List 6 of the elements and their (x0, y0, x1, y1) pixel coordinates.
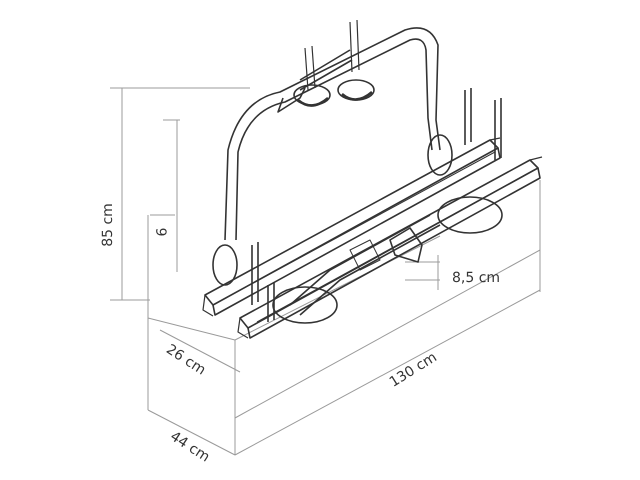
dimension-label: 8,5 cm (452, 270, 500, 286)
dimension-label: 85 cm (100, 203, 116, 247)
dimension-label: 6 (154, 228, 170, 236)
dimension-label: 26 cm (163, 341, 208, 379)
dimension-label: 44 cm (167, 428, 212, 466)
dimension-label: 130 cm (386, 349, 440, 391)
